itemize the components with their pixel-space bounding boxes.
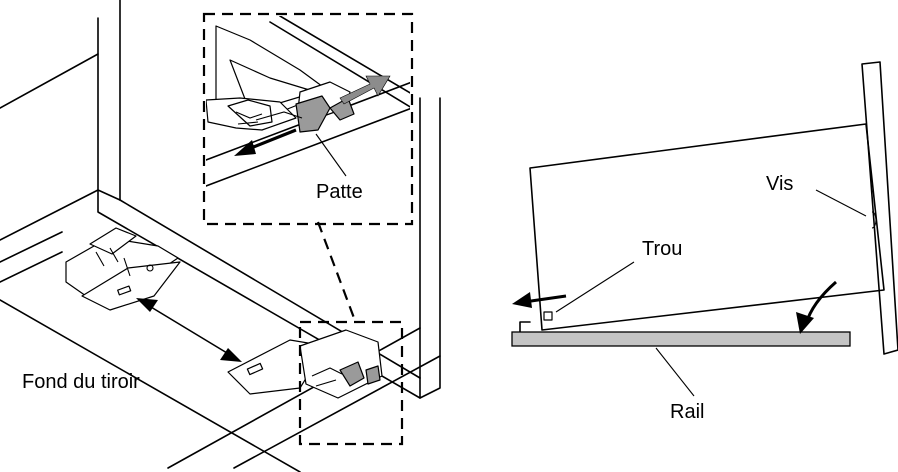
hole-leader bbox=[555, 261, 635, 313]
detail-highlight-box bbox=[298, 320, 404, 446]
drawer-bottom-label: Fond du tiroir bbox=[22, 371, 140, 393]
drawer-arrows bbox=[512, 280, 837, 334]
screw-leader bbox=[815, 189, 867, 217]
hole-label: Trou bbox=[642, 238, 682, 260]
slide-direction-arrow bbox=[136, 298, 242, 362]
drawer-side-view bbox=[519, 61, 898, 355]
detail-inset-box bbox=[202, 12, 414, 226]
rear-rail-bracket bbox=[65, 227, 181, 311]
rail-leader bbox=[655, 347, 695, 397]
cabinet-drawing bbox=[0, 0, 441, 472]
rail-bar bbox=[511, 331, 851, 347]
rail-label: Rail bbox=[670, 401, 704, 423]
screw-label: Vis bbox=[766, 173, 793, 195]
tab-label: Patte bbox=[316, 181, 363, 203]
front-rail-bracket bbox=[227, 329, 383, 399]
inset-detail-drawing bbox=[206, 16, 410, 187]
detail-connector-line bbox=[316, 221, 356, 319]
